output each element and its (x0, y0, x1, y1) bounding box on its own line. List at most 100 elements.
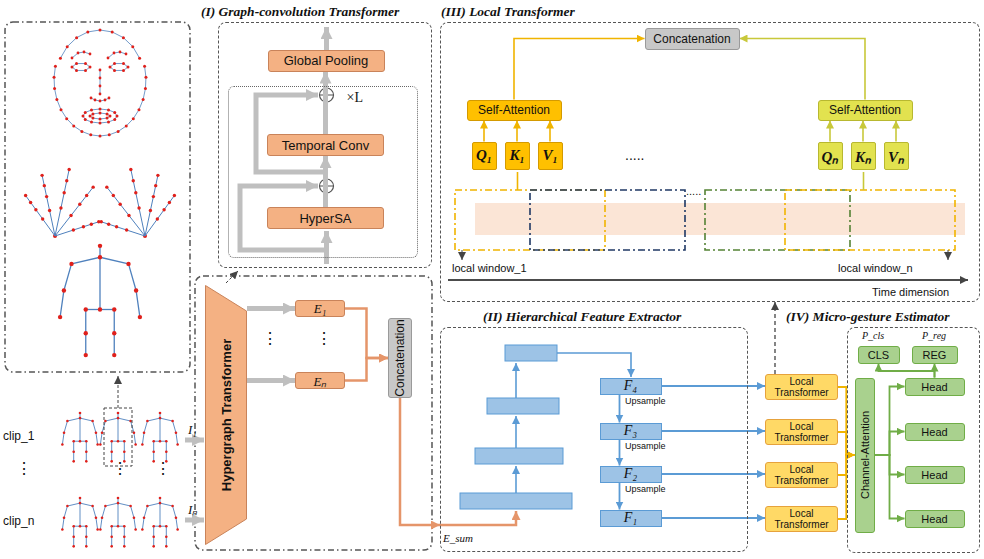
keypoint-dot (84, 307, 88, 311)
connector (619, 483, 621, 510)
bone-line (100, 70, 101, 94)
box-label: HyperSA (299, 211, 351, 226)
connector (662, 517, 766, 519)
keypoint-dot (176, 528, 179, 531)
keypoint-dot (96, 443, 99, 446)
keypoint-dot (171, 505, 174, 508)
keypoint-dot (84, 118, 87, 121)
bone-line (62, 506, 67, 530)
qkv-box: V₁ (538, 142, 563, 170)
box-label: CLS (868, 349, 889, 361)
process-box: Global Pooling (268, 50, 385, 72)
bone-line (142, 421, 147, 445)
connector (934, 364, 936, 378)
label-text: Time dimension (872, 286, 949, 298)
keypoint-dot (118, 203, 121, 206)
keypoint-dot (152, 450, 155, 453)
transformer-box: Local Transformer (765, 506, 838, 532)
encoder-trapezoid: Hypergraph Transformer (205, 285, 247, 545)
head-box: Head (905, 510, 965, 528)
keypoint-dot (131, 45, 134, 48)
keypoint-dot (72, 440, 75, 443)
keypoint-dot (66, 45, 69, 48)
bone-line (145, 196, 174, 236)
bone-line (60, 30, 139, 58)
box-label: V₁ (542, 147, 557, 164)
keypoint-dot (99, 69, 102, 72)
keypoint-dot (99, 112, 102, 115)
keypoint-dot (112, 307, 116, 311)
keypoint-dot (125, 228, 128, 231)
bone-line (166, 526, 167, 546)
transformer-box: Local Transformer (765, 419, 838, 445)
keypoint-dot (91, 420, 94, 423)
label-text: clip_1 (3, 430, 34, 443)
keypoint-dot (138, 315, 142, 319)
keypoint-dot (72, 228, 75, 231)
local-window (705, 190, 850, 250)
sequence-band (475, 203, 965, 235)
keypoint-dot (152, 460, 155, 463)
keypoint-dot (99, 100, 102, 103)
time-axis (448, 279, 968, 281)
box-label: Concatenation (653, 32, 730, 46)
bone-line (73, 441, 74, 461)
keypoint-dot (143, 517, 146, 520)
keypoint-dot (89, 133, 92, 136)
bone-line (111, 526, 112, 546)
keypoint-dot (53, 76, 56, 79)
connector (895, 121, 897, 142)
label-text: ⋮ (316, 330, 332, 348)
keypoint-dot (91, 112, 94, 115)
keypoint-dot (156, 217, 159, 220)
keypoint-dot (122, 69, 125, 72)
keypoint-dot (108, 133, 111, 136)
keypoint-dot (62, 191, 65, 194)
connector (619, 440, 621, 466)
keypoint-dot (95, 517, 98, 520)
qkv-box: K₁ (505, 142, 530, 170)
keypoint-dot (125, 53, 128, 56)
keypoint-dot (85, 450, 88, 453)
keypoint-dot (111, 30, 114, 33)
keypoint-dot (122, 62, 125, 65)
repeat-block: ×LTemporal ConvHyperSA (228, 86, 418, 258)
concat-box: Concatenation (388, 318, 412, 398)
keypoint-dot (98, 255, 102, 259)
keypoint-dot (41, 217, 44, 220)
connector (875, 455, 905, 519)
keypoint-dot (40, 174, 43, 177)
selection-box (104, 408, 132, 466)
keypoint-dot (83, 51, 86, 54)
illustration-group (5, 22, 968, 550)
keypoint-dot (72, 450, 75, 453)
keypoint-dot (77, 52, 80, 55)
keypoint-dot (159, 417, 162, 420)
bone-line (124, 526, 125, 546)
label-text: P_reg (922, 330, 946, 341)
bone-line (100, 506, 105, 530)
detail-arrow (226, 271, 238, 283)
bone-line (154, 441, 167, 442)
head-box: Head (905, 423, 965, 441)
keypoint-dot (75, 36, 78, 39)
bone-line (73, 526, 74, 546)
keypoint-dot (165, 535, 168, 538)
bone-line (131, 421, 136, 445)
keypoint-dot (123, 450, 126, 453)
keypoint-dot (113, 69, 116, 72)
flow-arrow (515, 466, 517, 493)
keypoint-dot (61, 528, 64, 531)
keypoint-dot (107, 57, 110, 60)
keypoint-dot (132, 117, 135, 120)
connector (774, 302, 775, 374)
keypoint-dot (80, 130, 83, 133)
detail-arrow (118, 376, 119, 408)
encoder-block (475, 448, 563, 464)
label-text: local window_1 (452, 262, 527, 274)
label-text: ⋮ (155, 460, 171, 478)
bone-line (118, 418, 119, 441)
box-label: E₁ (314, 301, 326, 317)
connector (247, 378, 295, 383)
box-label: Temporal Conv (282, 138, 369, 153)
